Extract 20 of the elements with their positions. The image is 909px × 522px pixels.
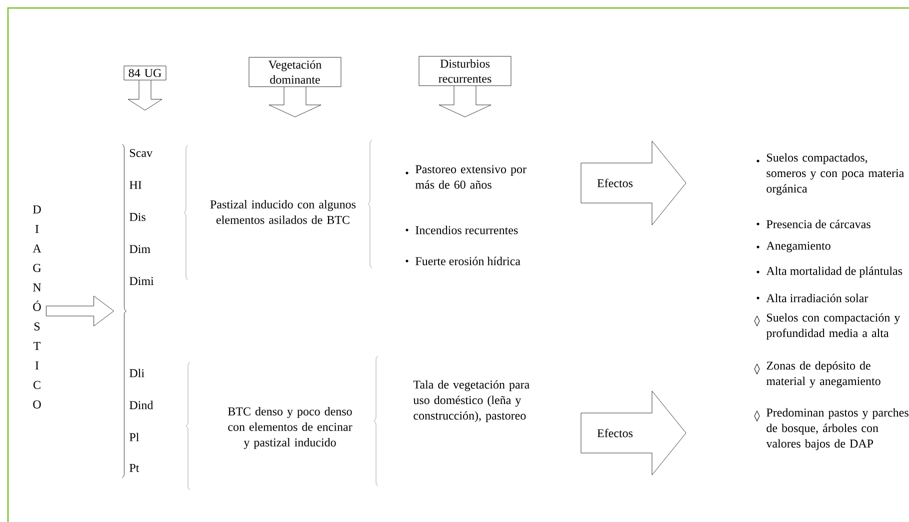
- arrow-callout-box: Disturbios recurrentes: [418, 56, 512, 118]
- text-label: Suelos con compactación y profundidad media a alta: [766, 313, 900, 340]
- text-label: Suelos compactados, someros y con poca materia orgánica: [766, 153, 904, 196]
- text-label: Pastoreo extensivo por más de 60 años: [415, 165, 526, 189]
- text-label: Alta irradiación solar: [766, 294, 868, 302]
- text-label: BTC denso y poco denso con elementos de encinar y pastizal inducido: [228, 407, 352, 449]
- vertical-title: D I A G N Ó S T I C O: [32, 206, 42, 408]
- arrow-callout-box: 84 UG: [124, 66, 166, 110]
- text-label: Pastizal inducido con algunos elementos asilados de BTC: [210, 200, 356, 224]
- text-label: Presencia de cárcavas: [766, 220, 870, 228]
- text-label: Alta mortalidad de plántulas: [766, 266, 902, 278]
- curly-brace: [122, 144, 126, 478]
- text-label: Anegamiento: [766, 242, 830, 252]
- text-label: Tala de vegetación para uso doméstico (leña y construcción), pastoreo: [413, 380, 530, 422]
- arrow-callout-box: Vegetación dominante: [248, 57, 342, 118]
- text-label: Incendios recurrentes: [416, 226, 518, 234]
- text-label: Predominan pastos y parches de bosque, árboles con valores bajos de DAP: [766, 408, 908, 450]
- text-label: Fuerte erosión hídrica: [416, 256, 520, 266]
- block-arrow: [46, 296, 114, 326]
- text-label: Zonas de depósito de material y anegamiento: [766, 361, 880, 388]
